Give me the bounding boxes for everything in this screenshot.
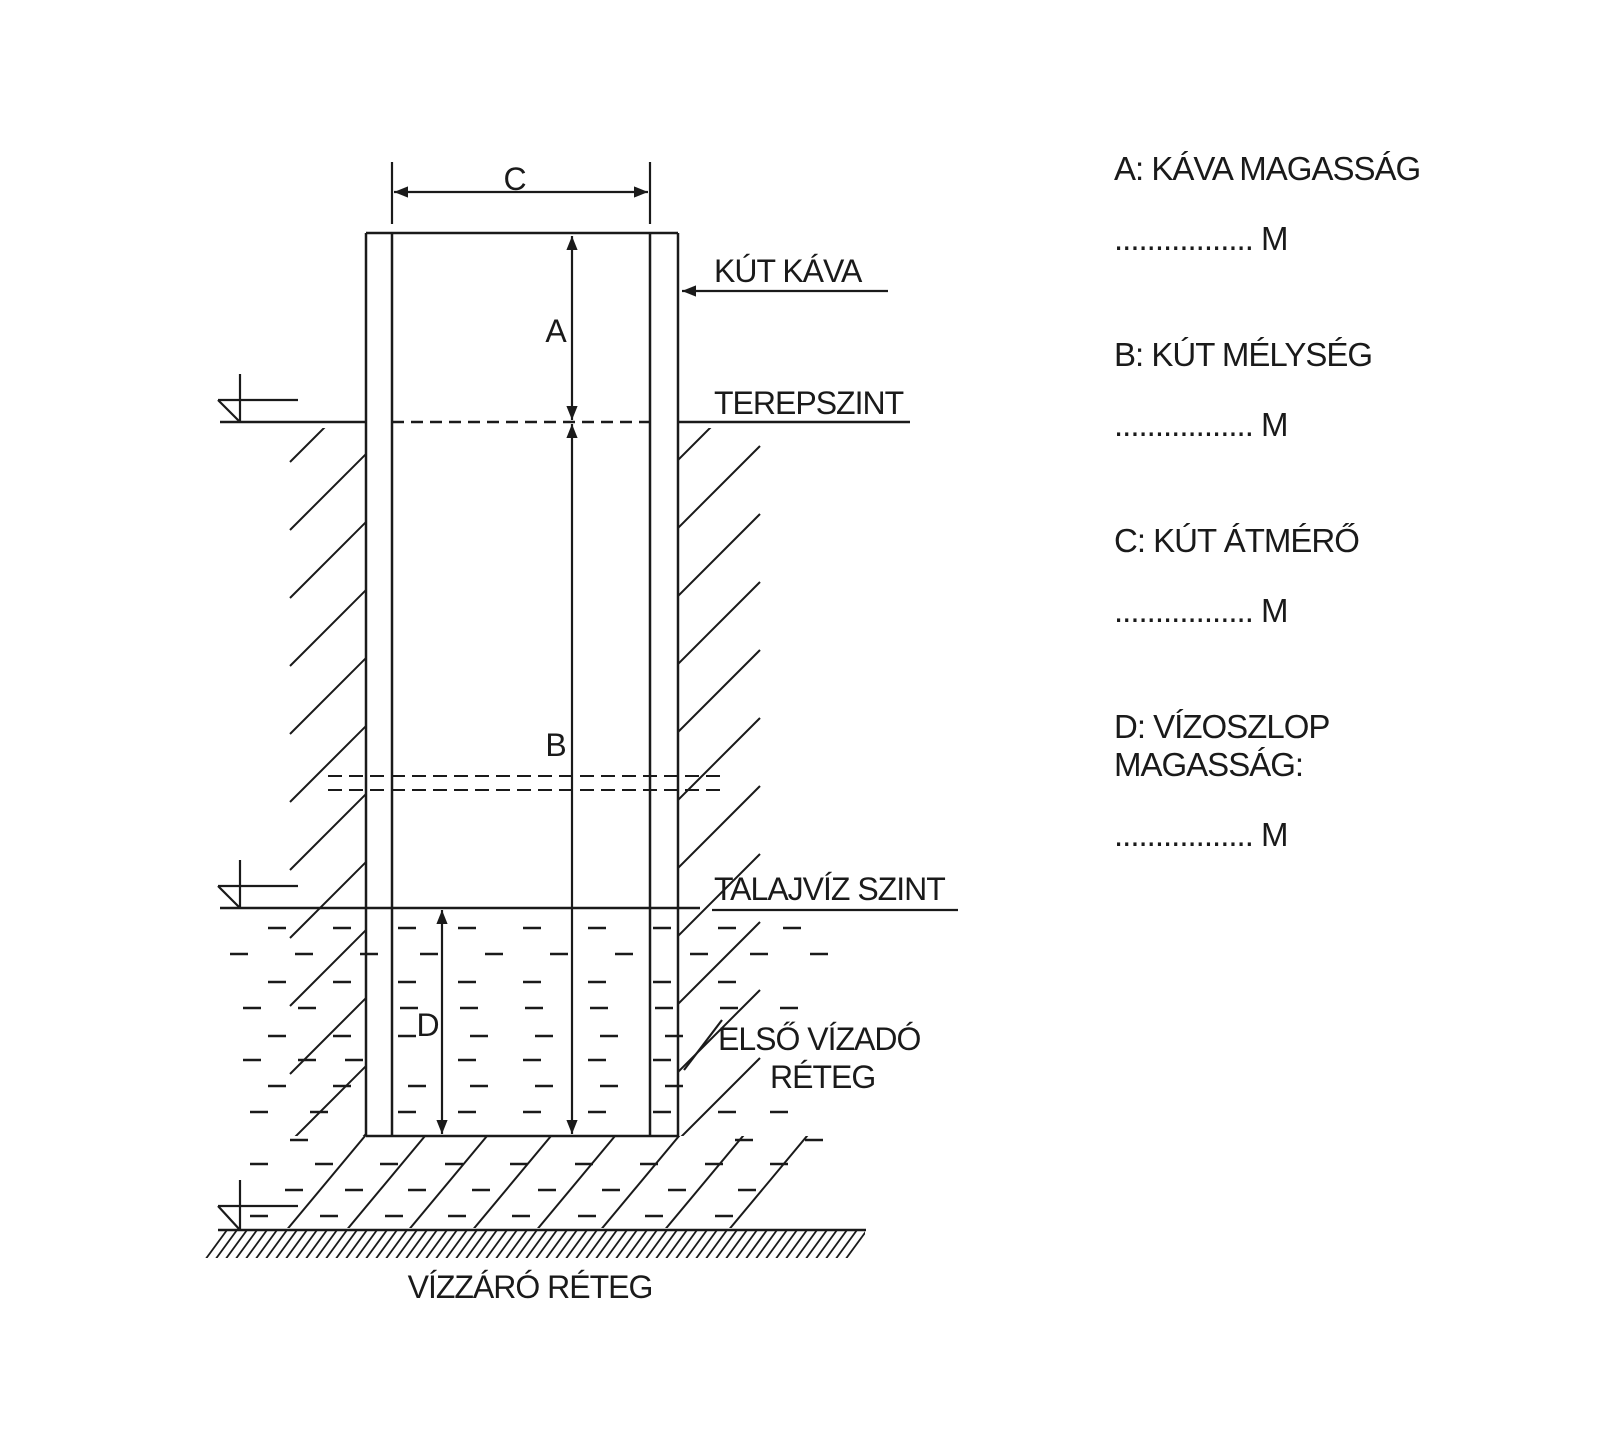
ground-level-label: TEREPSZINT (714, 385, 904, 421)
legend-value-d: ................. M (1114, 816, 1289, 853)
aquifer-label-line2: RÉTEG (770, 1059, 875, 1095)
level-symbol-groundwater (217, 860, 298, 909)
soil-hatching-left (289, 428, 366, 908)
legend-value-c: ................. M (1114, 592, 1289, 629)
legend-title-d: D: VÍZOSZLOP MAGASSÁG: (1114, 708, 1330, 783)
water-level-dashes (328, 775, 720, 791)
legend-value-a: ................. M (1114, 220, 1289, 257)
well-collar-label: KÚT KÁVA (714, 253, 863, 289)
dimension-a-label: A (545, 313, 567, 349)
well-wall-right (648, 233, 680, 1136)
legend-title-b: B: KÚT MÉLYSÉG (1114, 336, 1373, 373)
legend-item-b: B: KÚT MÉLYSÉG ................. M (1114, 336, 1373, 444)
water-dash-pattern (230, 926, 828, 1218)
groundwater-level-label: TALAJVÍZ SZINT (714, 871, 945, 907)
legend-title-a: A: KÁVA MAGASSÁG (1114, 150, 1421, 187)
impermeable-layer-hatching (205, 1230, 865, 1258)
aquifer-hatching-bottom (287, 1136, 809, 1228)
dimension-b-label: B (545, 727, 566, 763)
impermeable-layer-label: VÍZZÁRÓ RÉTEG (408, 1269, 653, 1305)
aquifer-label-line1: ELSŐ VÍZADÓ (718, 1021, 921, 1057)
soil-hatching-right (678, 428, 761, 908)
legend-value-b: ................. M (1114, 406, 1289, 443)
legend-item-c: C: KÚT ÁTMÉRŐ ................. M (1114, 522, 1360, 630)
legend-item-a: A: KÁVA MAGASSÁG ................. M (1114, 150, 1421, 258)
level-symbol-ground (217, 374, 298, 423)
dimension-c-label: C (503, 161, 526, 197)
aquifer-leader (683, 1019, 723, 1071)
dimension-d-label: D (416, 1007, 439, 1043)
legend-item-d: D: VÍZOSZLOP MAGASSÁG: .................… (1114, 708, 1330, 854)
legend-title-c: C: KÚT ÁTMÉRŐ (1114, 522, 1360, 559)
aquifer-hatching-left (289, 908, 366, 1136)
level-symbol-impermeable (217, 1180, 298, 1231)
well-wall-left (364, 233, 394, 1136)
